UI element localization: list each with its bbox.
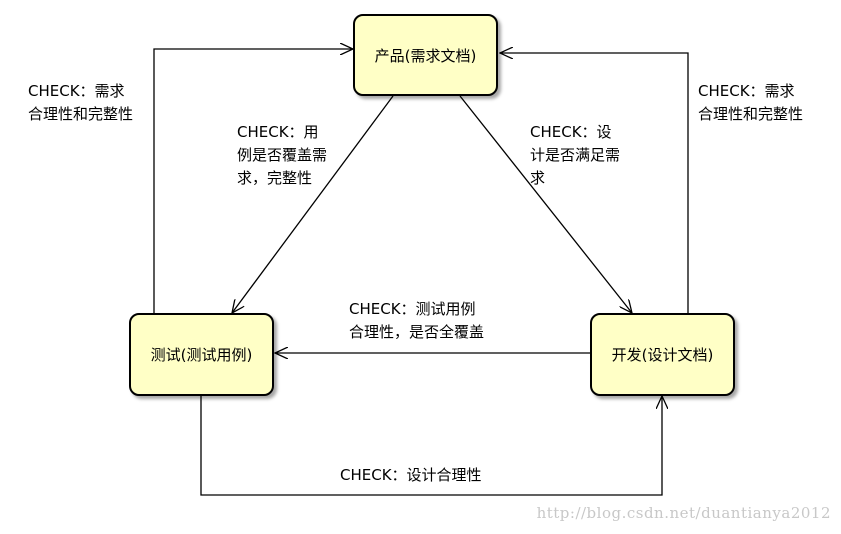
edge-test-to-product [153, 49, 353, 313]
edge-dev-to-product [500, 53, 689, 313]
label-dev-to-test: CHECK：测试用例 合理性，是否全覆盖 [349, 300, 485, 341]
node-product[interactable]: 产品(需求文档) [353, 14, 498, 96]
watermark-url: http://blog.csdn.net/duantianya2012 [536, 504, 831, 522]
edge-product-to-dev [459, 95, 632, 313]
label-product-to-dev: CHECK：设 计是否满足需 求 [530, 123, 621, 187]
edge-test-to-dev [200, 396, 662, 496]
label-dev-to-product: CHECK：需求 合理性和完整性 [698, 82, 804, 123]
label-product-to-test: CHECK：用 例是否覆盖需 求，完整性 [237, 123, 328, 187]
node-dev[interactable]: 开发(设计文档) [590, 313, 735, 396]
node-test[interactable]: 测试(测试用例) [129, 313, 274, 396]
label-test-to-product: CHECK：需求 合理性和完整性 [28, 82, 134, 123]
label-test-to-dev: CHECK：设计合理性 [340, 466, 482, 484]
edge-product-to-test [232, 95, 394, 313]
